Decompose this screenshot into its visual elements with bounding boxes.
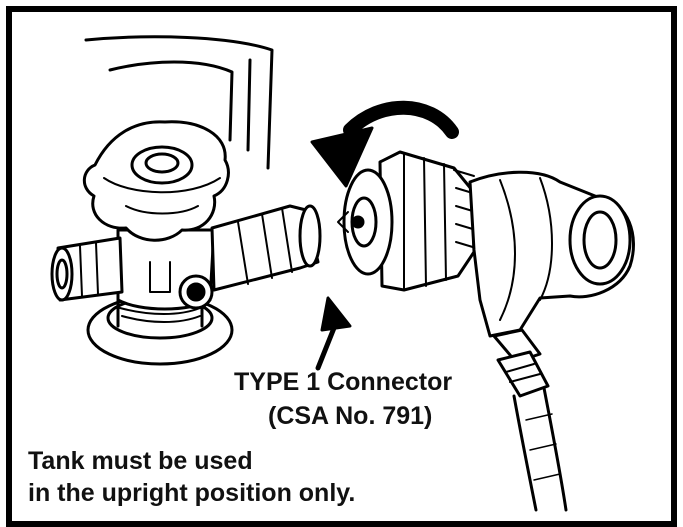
handwheel — [84, 122, 228, 240]
type1-connector — [338, 152, 476, 290]
valve-body — [118, 230, 214, 309]
callout-csa-number: (CSA No. 791) — [268, 402, 432, 430]
pointer-arrow — [318, 298, 350, 368]
left-outlet — [52, 238, 122, 300]
note-line-1: Tank must be used — [28, 446, 253, 476]
callout-connector-type: TYPE 1 Connector — [234, 368, 452, 396]
right-outlet — [212, 206, 320, 290]
regulator — [470, 172, 633, 336]
hose — [494, 330, 566, 510]
note-line-2: in the upright position only. — [28, 478, 355, 508]
